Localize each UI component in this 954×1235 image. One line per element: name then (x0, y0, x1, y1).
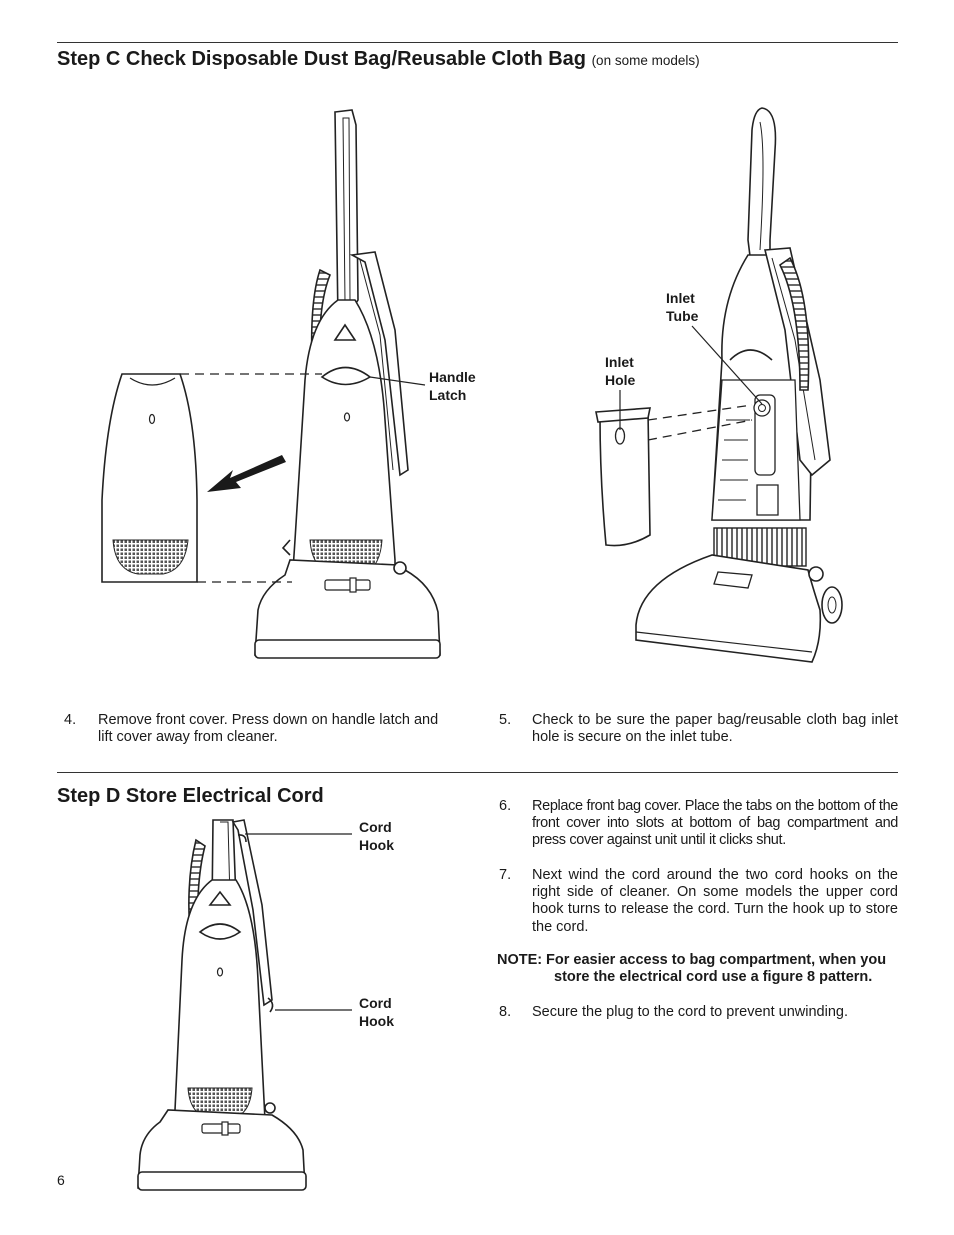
step-c-title: Step C Check Disposable Dust Bag/Reusabl… (57, 48, 586, 70)
instruction-text: Next wind the cord around the two cord h… (532, 867, 898, 935)
callout-cord-hook-lower: Cord Hook (359, 995, 394, 1029)
figure-inlet-tube (595, 107, 843, 663)
note-line-2: store the electrical cord use a figure 8… (554, 969, 873, 986)
callout-cord-hook-upper: Cord Hook (359, 819, 394, 853)
instruction-number: 6. (499, 798, 512, 814)
cleaner-body (291, 299, 396, 586)
instruction-number: 5. (499, 712, 512, 728)
figure-cover-removal (101, 109, 441, 659)
callout-inlet-hole: Inlet Hole (605, 354, 636, 388)
callout-inlet-tube: Inlet Tube (666, 290, 699, 324)
note-prefix: NOTE: (497, 952, 543, 968)
instruction-4: 4. Remove front cover. Press down on han… (64, 712, 450, 748)
instruction-8: 8. Secure the plug to the cord to preven… (499, 1004, 898, 1022)
instruction-text: Remove front cover. Press down on handle… (98, 712, 439, 746)
instruction-number: 4. (64, 712, 77, 728)
upper-cord-hook-icon (237, 834, 247, 843)
instruction-6: 6. Replace front bag cover. Place the ta… (499, 798, 898, 852)
section-rule (57, 772, 898, 773)
figure-cord-storage (137, 819, 352, 1191)
instruction-7: 7. Next wind the cord around the two cor… (499, 867, 898, 937)
callout-handle-latch: Handle Latch (429, 369, 476, 403)
instruction-number: 8. (499, 1004, 512, 1020)
top-rule (57, 42, 898, 43)
removal-arrow-icon (207, 455, 286, 492)
instruction-text: Check to be sure the paper bag/reusable … (532, 712, 898, 746)
lower-cord-hook-icon (267, 997, 274, 1013)
base-shape-2 (635, 554, 822, 663)
instruction-5: 5. Check to be sure the paper bag/reusab… (499, 712, 898, 748)
instruction-text: Replace front bag cover. Place the tabs … (532, 798, 898, 849)
page-number: 6 (57, 1172, 65, 1188)
step-d-title: Step D Store Electrical Cord (57, 785, 324, 807)
note-block: NOTE: For easier access to bag compartme… (497, 952, 901, 988)
instruction-number: 7. (499, 867, 512, 883)
note-line-1: For easier access to bag compartment, wh… (546, 952, 887, 968)
handle-shape (334, 109, 359, 321)
paper-bag (599, 411, 651, 547)
instruction-text: Secure the plug to the cord to prevent u… (532, 1004, 848, 1020)
step-d-heading: Step D Store Electrical Cord (57, 785, 324, 808)
step-c-qualifier: (on some models) (591, 53, 700, 68)
step-c-heading: Step C Check Disposable Dust Bag/Reusabl… (57, 48, 700, 71)
handle-curve (747, 107, 777, 273)
